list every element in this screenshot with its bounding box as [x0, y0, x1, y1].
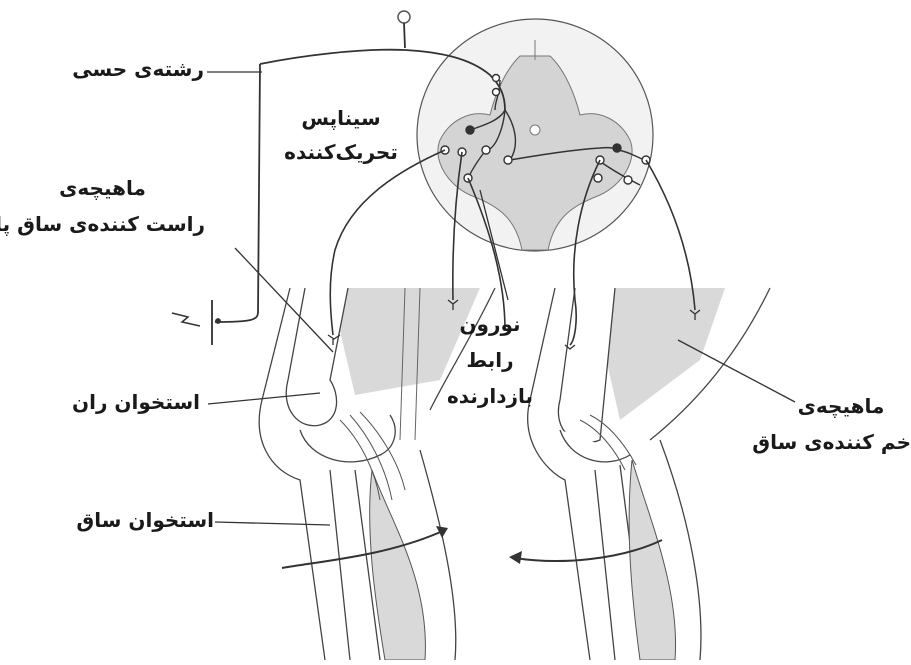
- label-interneuron-line3: بازدارنده: [430, 384, 550, 408]
- label-synapse-line2: تحریک‌کننده: [276, 140, 406, 164]
- label-interneuron: نورون رابط بازدارنده: [430, 312, 550, 408]
- label-interneuron-line2: رابط: [430, 348, 550, 372]
- label-extensor-muscle: ماهیچه‌ی راست کننده‌ی ساق پا: [0, 176, 205, 236]
- label-flexor-muscle: ماهیچه‌ی خم کننده‌ی ساق: [771, 394, 911, 454]
- label-flexor-line2: خم کننده‌ی ساق: [771, 430, 911, 454]
- label-extensor-line2: راست کننده‌ی ساق پا: [0, 212, 205, 236]
- leader-tibia: [215, 522, 330, 525]
- label-interneuron-line1: نورون: [430, 312, 550, 336]
- label-synapse: سیناپس تحریک‌کننده: [276, 106, 406, 164]
- label-tibia: استخوان ساق: [76, 508, 214, 532]
- label-sensory-fiber: رشته‌ی حسی: [72, 57, 204, 81]
- label-flexor-line1: ماهیچه‌ی: [771, 394, 911, 418]
- label-femur: استخوان ران: [72, 390, 200, 414]
- spinal-cord: [417, 19, 653, 251]
- label-extensor-line1: ماهیچه‌ی: [0, 176, 205, 200]
- leader-flexor: [678, 340, 795, 402]
- label-synapse-line1: سیناپس: [276, 106, 406, 130]
